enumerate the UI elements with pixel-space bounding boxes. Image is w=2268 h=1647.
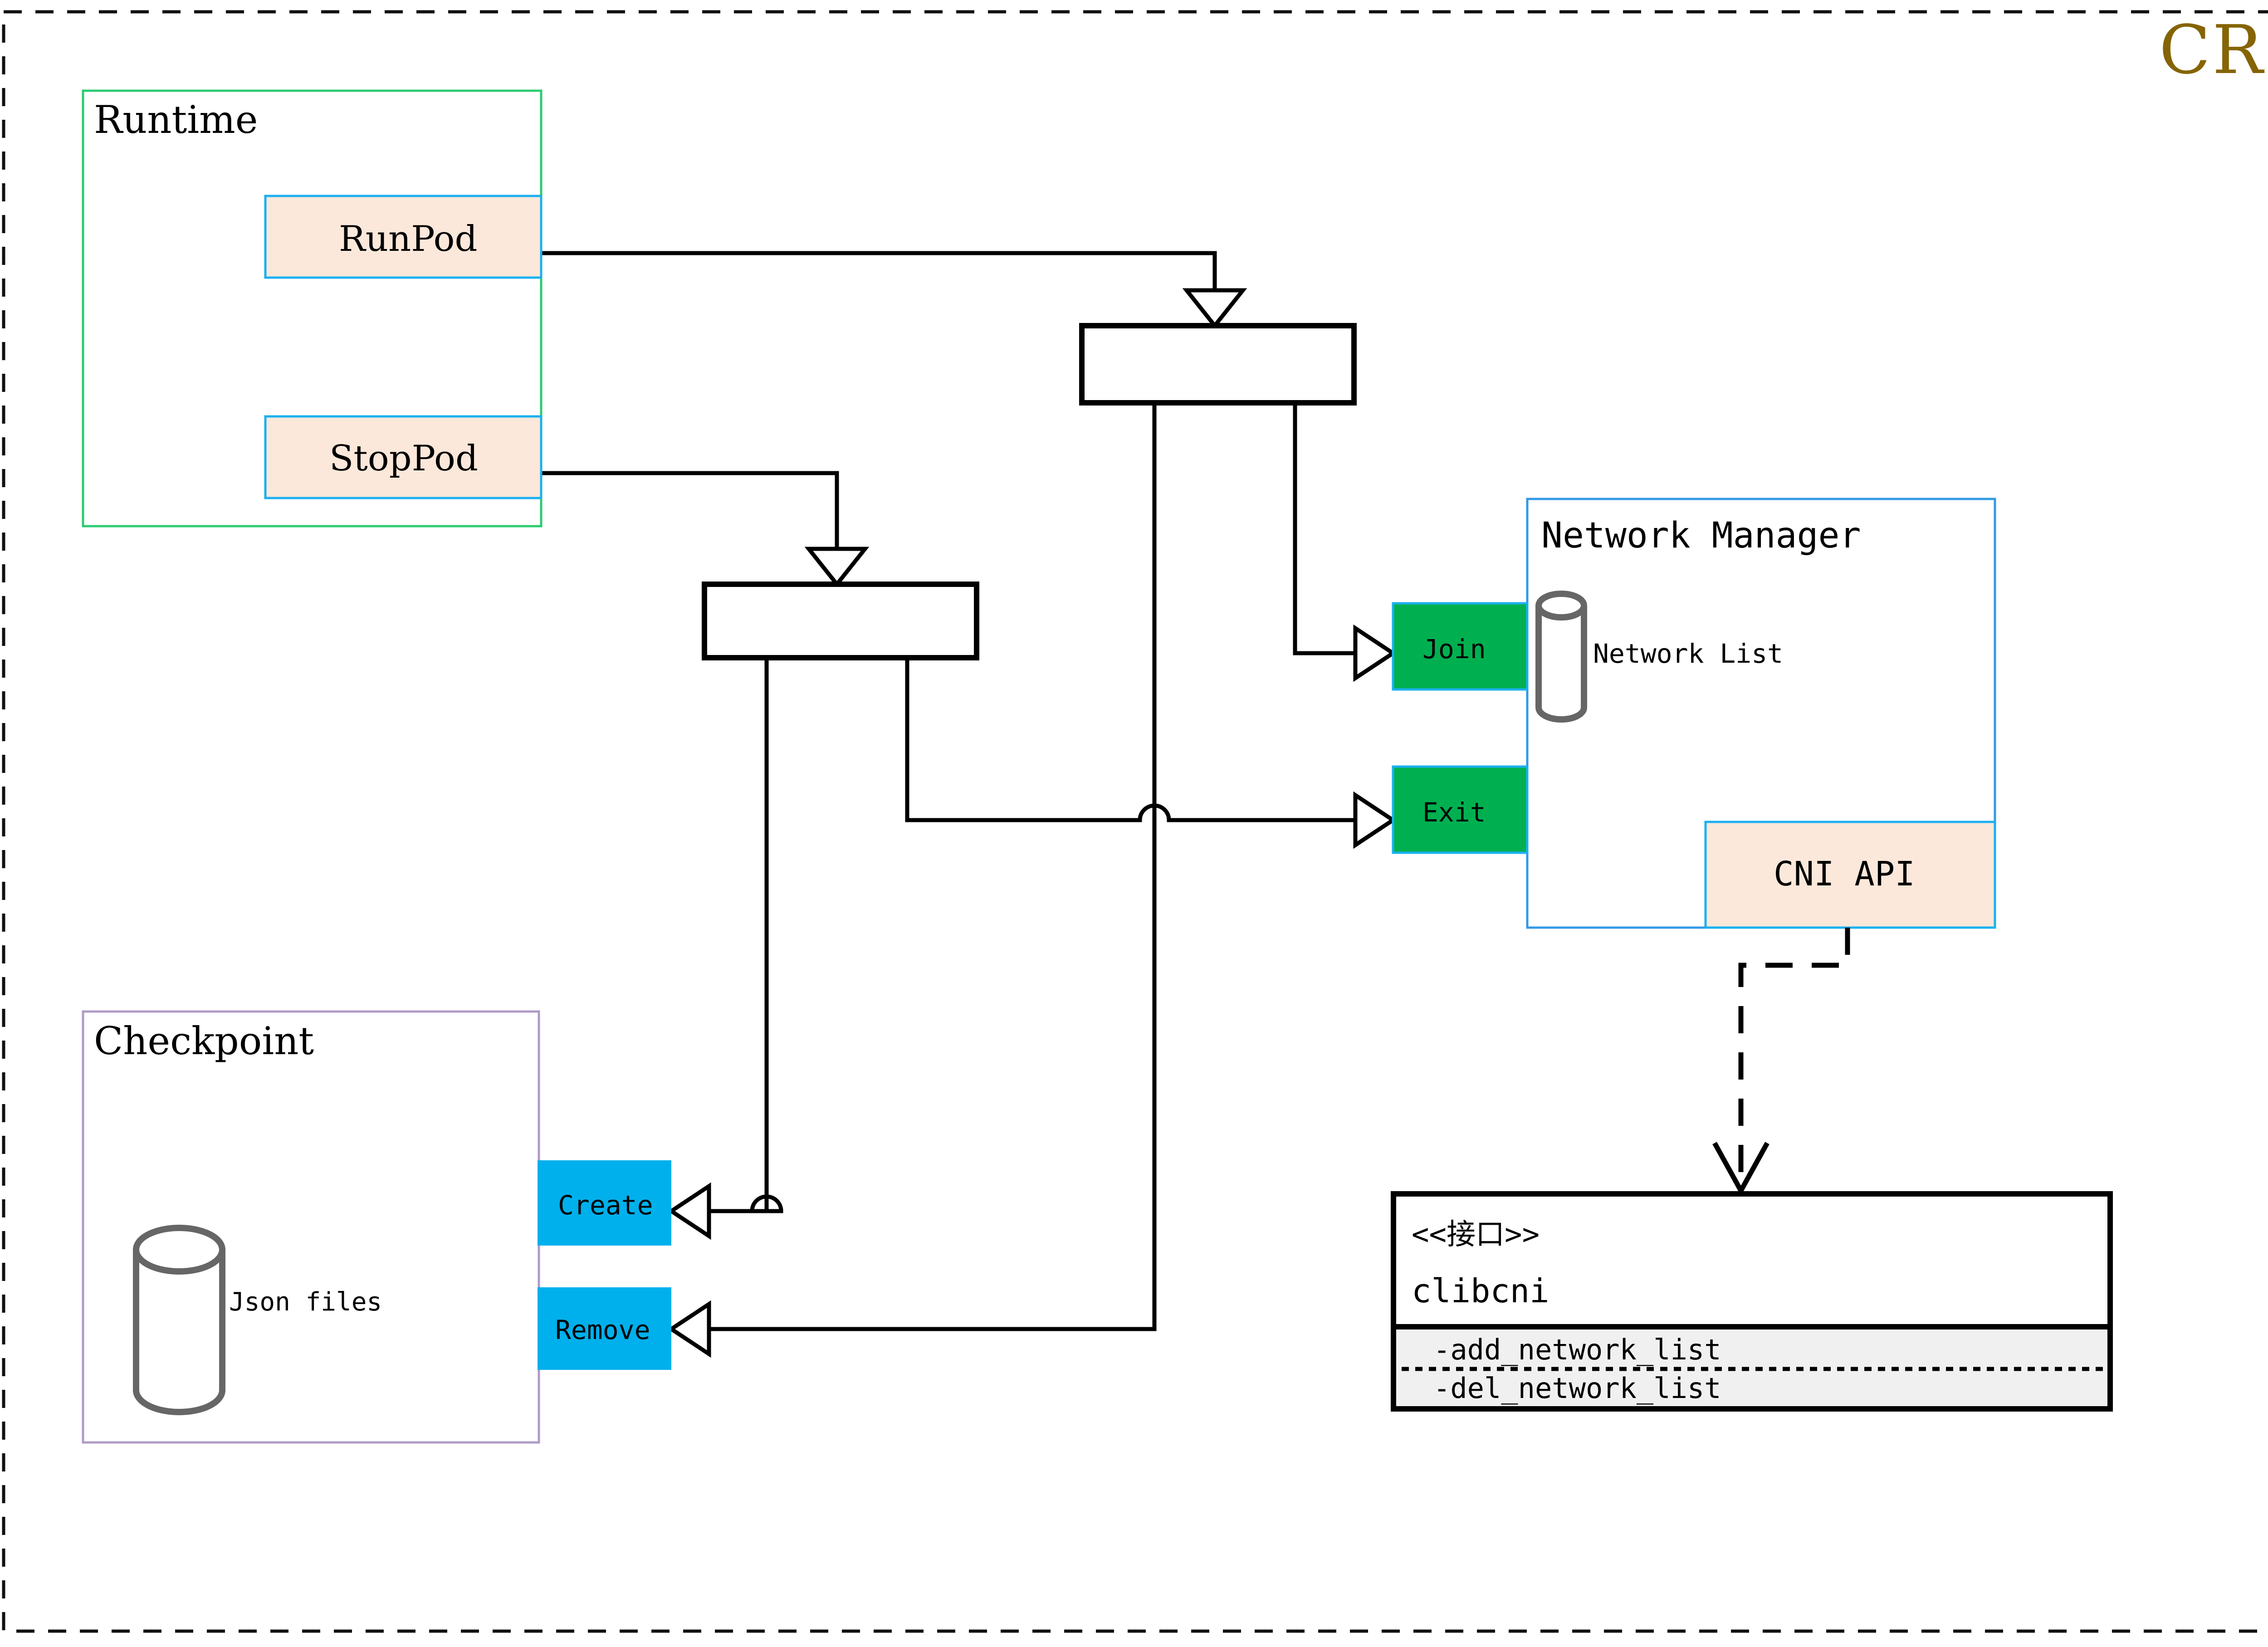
edge-exit-hop <box>1138 803 1171 822</box>
arrowhead-into-fork-top <box>1182 288 1247 329</box>
stoppod-label: StopPod <box>329 438 478 479</box>
stoppod-node-box[interactable] <box>264 415 543 499</box>
edge-forkbottom-right-leg <box>905 655 1118 822</box>
network-list-label: Network List <box>1593 638 1784 669</box>
clibcni-method-del: -del_network_list <box>1433 1372 1721 1405</box>
runtime-group-label: Runtime <box>94 98 258 142</box>
arrowhead-into-create <box>667 1182 711 1240</box>
arrowhead-into-exit <box>1353 791 1397 849</box>
edge-forkbottom-left-leg <box>676 655 769 1213</box>
json-files-label: Json files <box>229 1287 382 1317</box>
edge-stoppod-to-fork-bottom <box>539 471 839 578</box>
edge-runpod-to-fork-top <box>539 251 1217 320</box>
edge-create-hop <box>750 1194 783 1213</box>
create-label: Create <box>558 1190 653 1221</box>
cni-api-label: CNI API <box>1774 855 1915 894</box>
exit-label: Exit <box>1422 797 1486 828</box>
runpod-node-box[interactable] <box>264 195 543 279</box>
arrowhead-open-v-into-clibcni <box>1712 1142 1769 1196</box>
edge-cniapi-to-clibcni <box>1738 928 1850 1173</box>
network-manager-group-label: Network Manager <box>1541 515 1861 556</box>
clibcni-interface-name: clibcni <box>1412 1272 1549 1310</box>
exit-node-box[interactable] <box>1392 765 1529 854</box>
checkpoint-group-box <box>82 1010 540 1444</box>
edge-forktop-right-leg <box>1293 401 1359 655</box>
runtime-group-box <box>82 89 543 528</box>
fork-bar-bottom <box>702 582 979 660</box>
page-title: CRI <box>2159 11 2268 89</box>
network-list-cylinder-icon <box>1535 591 1587 723</box>
cni-api-node-box[interactable] <box>1704 821 1996 929</box>
join-node-box[interactable] <box>1392 602 1529 691</box>
clibcni-method-add: -add_network_list <box>1433 1333 1721 1366</box>
arrowheads <box>667 288 1397 1358</box>
remove-node-box[interactable] <box>538 1287 671 1370</box>
clibcni-methods-compartment <box>1396 1327 2107 1406</box>
arrowhead-into-fork-bottom <box>804 547 870 588</box>
json-files-cylinder-icon <box>133 1225 225 1415</box>
join-label: Join <box>1422 634 1486 665</box>
remove-label: Remove <box>555 1315 650 1345</box>
checkpoint-group-label: Checkpoint <box>94 1019 314 1063</box>
arrowhead-into-join <box>1353 624 1397 682</box>
fork-bar-top <box>1079 323 1357 406</box>
clibcni-stereotype: <<接口>> <box>1412 1218 1540 1251</box>
outer-dashed-frame <box>2 10 2268 1633</box>
clibcni-box-outline-redraw <box>1391 1191 2113 1412</box>
edge-forktop-left-continue <box>676 818 1157 1331</box>
arrowhead-into-remove <box>667 1300 711 1358</box>
runpod-label: RunPod <box>339 219 478 259</box>
create-node-box[interactable] <box>538 1160 671 1246</box>
